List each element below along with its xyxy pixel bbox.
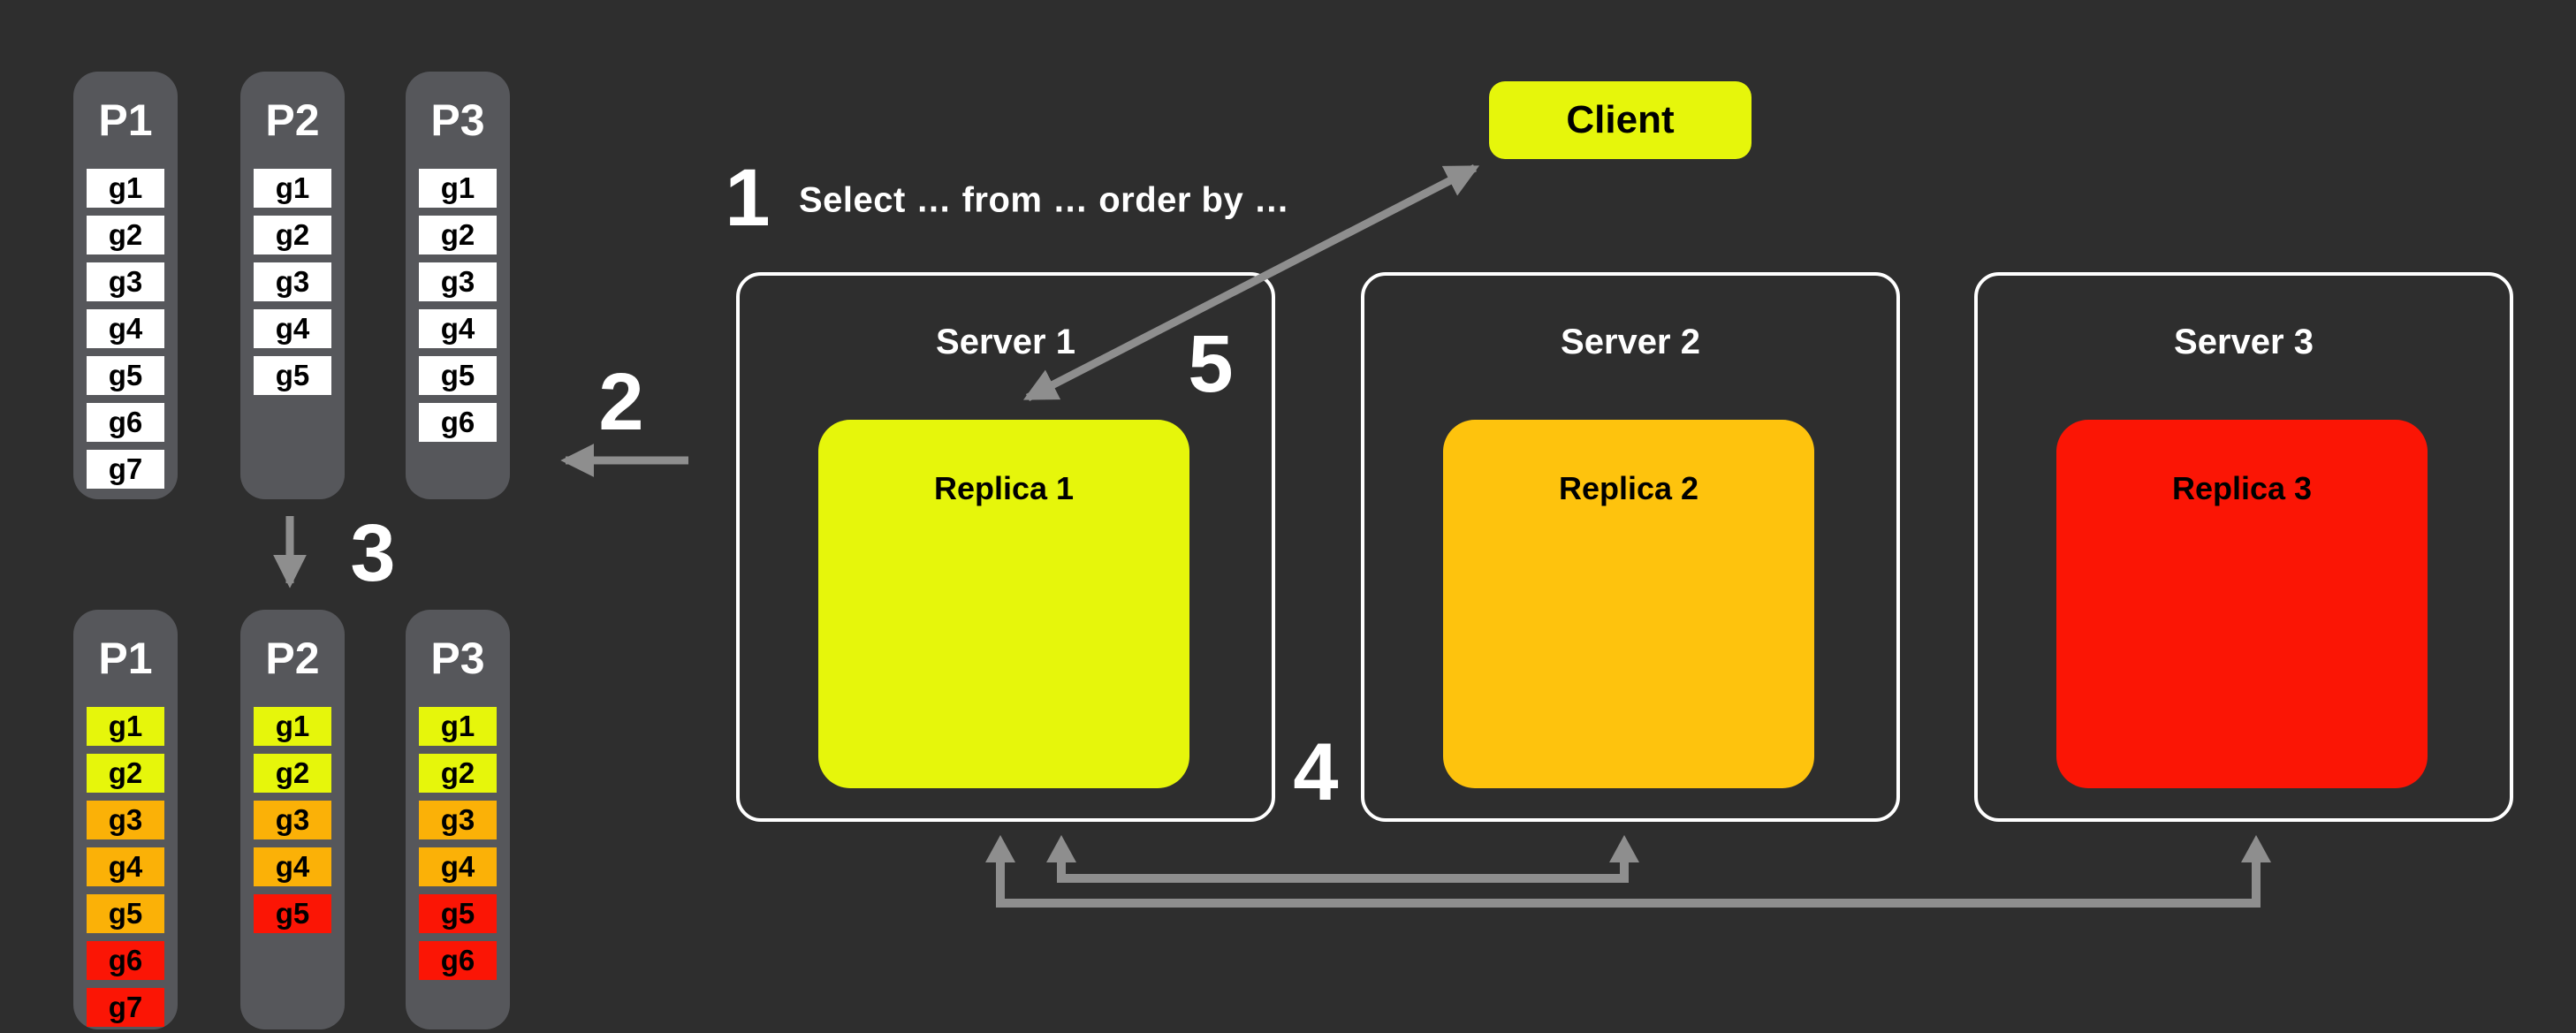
partition-cell-list: g1 g2 g3 g4 g5 g6 g7 [73, 169, 178, 489]
partition-cell: g7 [87, 450, 164, 489]
partition-header: P1 [98, 634, 153, 683]
partition-cell: g4 [419, 309, 497, 348]
partition-cell: g5 [254, 894, 331, 933]
partition-before-p3: P3 g1 g2 g3 g4 g5 g6 [406, 72, 510, 499]
replica-2-box: Replica 2 [1443, 420, 1814, 788]
partition-cell: g2 [254, 216, 331, 254]
step-2-label: 2 [598, 357, 644, 447]
replica-2-label: Replica 2 [1558, 470, 1699, 506]
partition-cell: g6 [87, 941, 164, 980]
partition-header: P3 [430, 95, 485, 145]
server-2-box: Server 2 Replica 2 [1361, 272, 1900, 822]
step-1-label: 1 [725, 153, 771, 243]
partition-header: P1 [98, 95, 153, 145]
partition-cell: g3 [419, 801, 497, 839]
partition-cell: g7 [87, 988, 164, 1027]
partition-cell: g5 [419, 894, 497, 933]
server-3-box: Server 3 Replica 3 [1974, 272, 2513, 822]
step-4-label: 4 [1293, 727, 1339, 817]
partition-after-p3: P3 g1 g2 g3 g4 g5 g6 [406, 610, 510, 1029]
partition-cell-list: g1 g2 g3 g4 g5 g6 [406, 707, 510, 980]
partition-cell: g6 [419, 403, 497, 442]
partition-cell: g4 [87, 847, 164, 886]
partition-cell: g3 [254, 801, 331, 839]
partition-cell: g2 [87, 754, 164, 793]
partition-cell: g1 [419, 707, 497, 746]
partition-cell-list: g1 g2 g3 g4 g5 g6 g7 [73, 707, 178, 1027]
server-1-box: Server 1 Replica 1 [736, 272, 1275, 822]
replication-arrow-server1-server3 [985, 835, 2271, 908]
partition-header: P3 [430, 634, 485, 683]
step-3-label: 3 [350, 508, 396, 598]
partition-cell: g1 [254, 169, 331, 208]
partition-header: P2 [265, 634, 320, 683]
partition-cell: g2 [254, 754, 331, 793]
client-label: Client [1566, 98, 1675, 141]
replica-3-label: Replica 3 [2171, 470, 2313, 506]
partition-cell: g1 [87, 169, 164, 208]
server-3-label: Server 3 [2174, 323, 2314, 361]
partition-cell: g4 [87, 309, 164, 348]
partition-cell: g4 [254, 847, 331, 886]
partition-cell: g3 [254, 262, 331, 301]
partition-cell: g2 [87, 216, 164, 254]
partition-cell: g4 [419, 847, 497, 886]
partition-header: P2 [265, 95, 320, 145]
partition-before-p2: P2 g1 g2 g3 g4 g5 [240, 72, 345, 499]
partition-cell: g6 [419, 941, 497, 980]
partition-cell: g4 [254, 309, 331, 348]
partition-before-p1: P1 g1 g2 g3 g4 g5 g6 g7 [73, 72, 178, 499]
partition-cell: g5 [419, 356, 497, 395]
partition-cell: g5 [87, 894, 164, 933]
replica-1-label: Replica 1 [933, 470, 1075, 506]
partition-cell: g6 [87, 403, 164, 442]
partition-cell-list: g1 g2 g3 g4 g5 [240, 707, 345, 933]
partition-cell: g2 [419, 216, 497, 254]
partition-cell: g1 [87, 707, 164, 746]
partition-cell: g1 [254, 707, 331, 746]
partition-cell: g5 [254, 356, 331, 395]
client-box: Client [1489, 81, 1752, 159]
step-1-query-text: Select … from … order by … [799, 180, 1290, 220]
partition-after-p2: P2 g1 g2 g3 g4 g5 [240, 610, 345, 1029]
partition-cell: g5 [87, 356, 164, 395]
replica-3-box: Replica 3 [2056, 420, 2428, 788]
partition-cell: g3 [87, 801, 164, 839]
replica-1-box: Replica 1 [818, 420, 1189, 788]
server-2-label: Server 2 [1561, 323, 1700, 361]
partition-cell-list: g1 g2 g3 g4 g5 g6 [406, 169, 510, 442]
partition-cell-list: g1 g2 g3 g4 g5 [240, 169, 345, 395]
replication-arrow-server1-server2 [1046, 835, 1639, 883]
server-1-label: Server 1 [936, 323, 1075, 361]
partition-cell: g3 [87, 262, 164, 301]
partition-cell: g2 [419, 754, 497, 793]
partition-cell: g1 [419, 169, 497, 208]
partition-cell: g3 [419, 262, 497, 301]
partition-after-p1: P1 g1 g2 g3 g4 g5 g6 g7 [73, 610, 178, 1029]
